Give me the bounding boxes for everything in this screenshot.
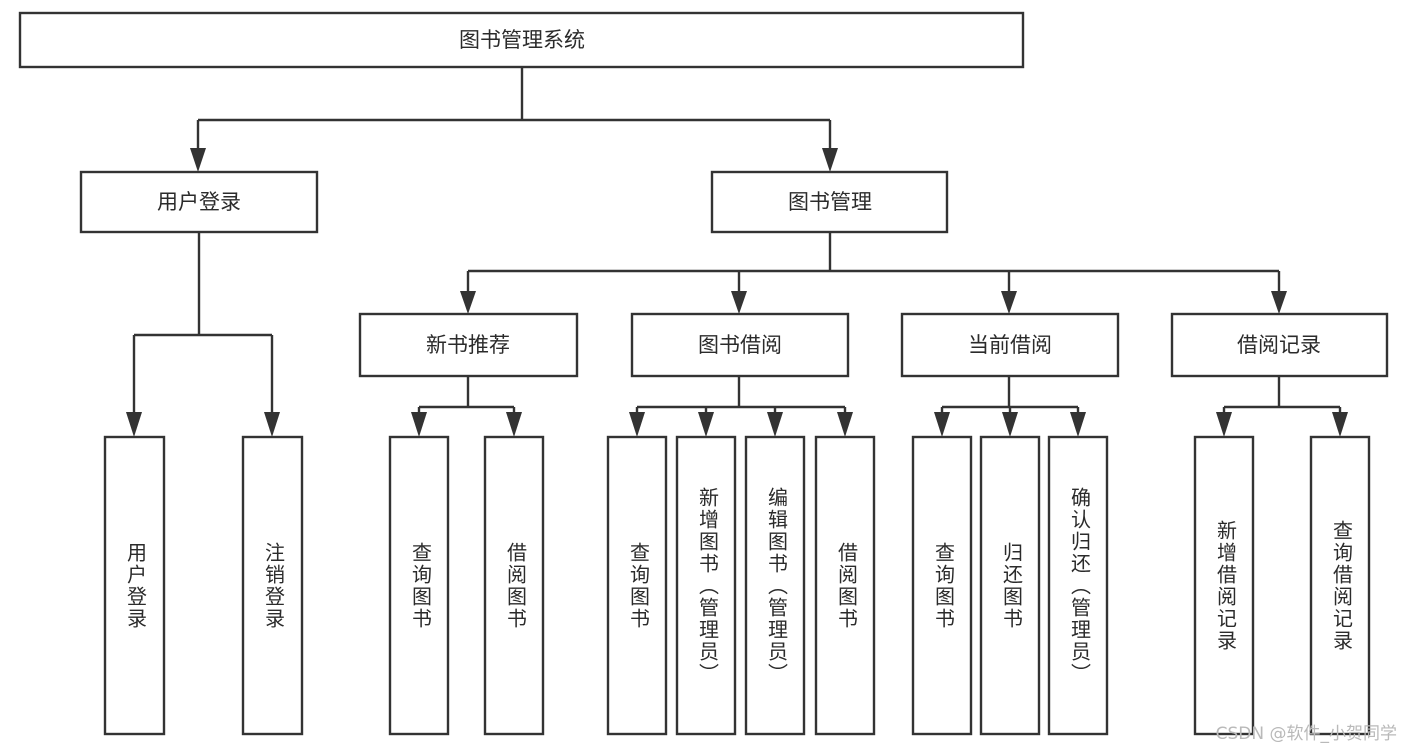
node-current-borrow[interactable]: 当前借阅 [900,312,1120,378]
arrow-book-borrow-leaf-1 [629,412,645,437]
leaf-book-borrow-4[interactable]: 借阅图书 [814,435,876,736]
node-current-borrow-box[interactable] [900,312,1120,378]
leaf-borrow-record-1-label: 新增借阅记录 [1214,520,1238,652]
arrow-user-login-leaf-2 [264,412,280,437]
leaf-new-book-2-box[interactable] [483,435,545,736]
leaf-borrow-record-1-box[interactable] [1193,435,1255,736]
leaf-current-borrow-1-box[interactable] [911,435,973,736]
node-book-manage-box[interactable] [710,170,949,234]
node-borrow-record-box[interactable] [1170,312,1389,378]
leaf-book-borrow-3-box[interactable] [744,435,806,736]
leaf-borrow-record-1[interactable]: 新增借阅记录 [1193,435,1255,736]
arrow-borrow-record-leaf-1 [1216,412,1232,437]
node-root-label: 图书管理系统 [459,28,585,52]
arrow-user-login-leaf-1 [126,412,142,437]
node-root-box[interactable] [18,11,1025,69]
leaf-user-login-2[interactable]: 注销登录 [241,435,304,736]
leaf-current-borrow-2-box[interactable] [979,435,1041,736]
leaf-borrow-record-2[interactable]: 查询借阅记录 [1309,435,1371,736]
arrow-to-new-book [460,291,476,314]
arrow-new-book-leaf-1 [411,412,427,437]
arrow-current-borrow-leaf-1 [934,412,950,437]
leaf-new-book-2[interactable]: 借阅图书 [483,435,545,736]
arrow-to-book-borrow [731,291,747,314]
leaf-book-borrow-2[interactable]: 新增图书（管理员） [675,435,737,736]
leaf-user-login-2-box[interactable] [241,435,304,736]
node-book-borrow-label: 图书借阅 [698,333,782,357]
node-user-login-box[interactable] [79,170,319,234]
leaf-user-login-2-label: 注销登录 [262,542,286,630]
node-book-manage[interactable]: 图书管理 [710,170,949,234]
leaf-borrow-record-2-box[interactable] [1309,435,1371,736]
leaf-borrow-record-2-label: 查询借阅记录 [1330,520,1354,652]
arrow-to-borrow-record [1271,291,1287,314]
leaf-book-borrow-4-box[interactable] [814,435,876,736]
node-current-borrow-label: 当前借阅 [968,333,1052,357]
leaf-current-borrow-1-label: 查询图书 [932,542,956,630]
arrow-to-user-login [190,148,206,172]
leaf-current-borrow-2[interactable]: 归还图书 [979,435,1041,736]
node-borrow-record-label: 借阅记录 [1237,333,1321,357]
arrow-to-current-borrow [1001,291,1017,314]
leaf-current-borrow-3-label: 确认归还（管理员） [1068,487,1092,685]
node-user-login[interactable]: 用户登录 [79,170,319,234]
leaf-user-login-1-label: 用户登录 [124,542,148,630]
node-borrow-record[interactable]: 借阅记录 [1170,312,1389,378]
arrow-book-borrow-leaf-4 [837,412,853,437]
node-new-book[interactable]: 新书推荐 [358,312,579,378]
leaf-book-borrow-4-label: 借阅图书 [835,542,859,630]
leaf-book-borrow-1-label: 查询图书 [627,542,651,630]
leaf-book-borrow-1[interactable]: 查询图书 [606,435,668,736]
leaf-book-borrow-3[interactable]: 编辑图书（管理员） [744,435,806,736]
node-book-borrow-box[interactable] [630,312,850,378]
arrow-to-book-manage [822,148,838,172]
leaf-book-borrow-3-label: 编辑图书（管理员） [765,487,789,685]
node-new-book-label: 新书推荐 [426,333,510,357]
leaf-new-book-2-label: 借阅图书 [504,542,528,630]
arrow-book-borrow-leaf-2 [698,412,714,437]
leaf-current-borrow-1[interactable]: 查询图书 [911,435,973,736]
connector-group [126,67,1348,437]
leaf-book-borrow-1-box[interactable] [606,435,668,736]
arrow-current-borrow-leaf-3 [1070,412,1086,437]
node-root[interactable]: 图书管理系统 [18,11,1025,69]
leaf-new-book-1-label: 查询图书 [409,542,433,630]
leaf-new-book-1-box[interactable] [388,435,450,736]
leaf-user-login-1-box[interactable] [103,435,166,736]
arrow-new-book-leaf-2 [506,412,522,437]
leaf-current-borrow-3-box[interactable] [1047,435,1109,736]
leaf-new-book-1[interactable]: 查询图书 [388,435,450,736]
node-book-manage-label: 图书管理 [788,190,872,214]
node-book-borrow[interactable]: 图书借阅 [630,312,850,378]
arrow-borrow-record-leaf-2 [1332,412,1348,437]
arrow-book-borrow-leaf-3 [767,412,783,437]
node-new-book-box[interactable] [358,312,579,378]
arrow-current-borrow-leaf-2 [1002,412,1018,437]
leaf-current-borrow-3[interactable]: 确认归还（管理员） [1047,435,1109,736]
leaf-user-login-1[interactable]: 用户登录 [103,435,166,736]
leaf-current-borrow-2-label: 归还图书 [1000,542,1024,630]
leaf-book-borrow-2-label: 新增图书（管理员） [696,487,720,685]
node-user-login-label: 用户登录 [157,190,241,214]
leaf-book-borrow-2-box[interactable] [675,435,737,736]
